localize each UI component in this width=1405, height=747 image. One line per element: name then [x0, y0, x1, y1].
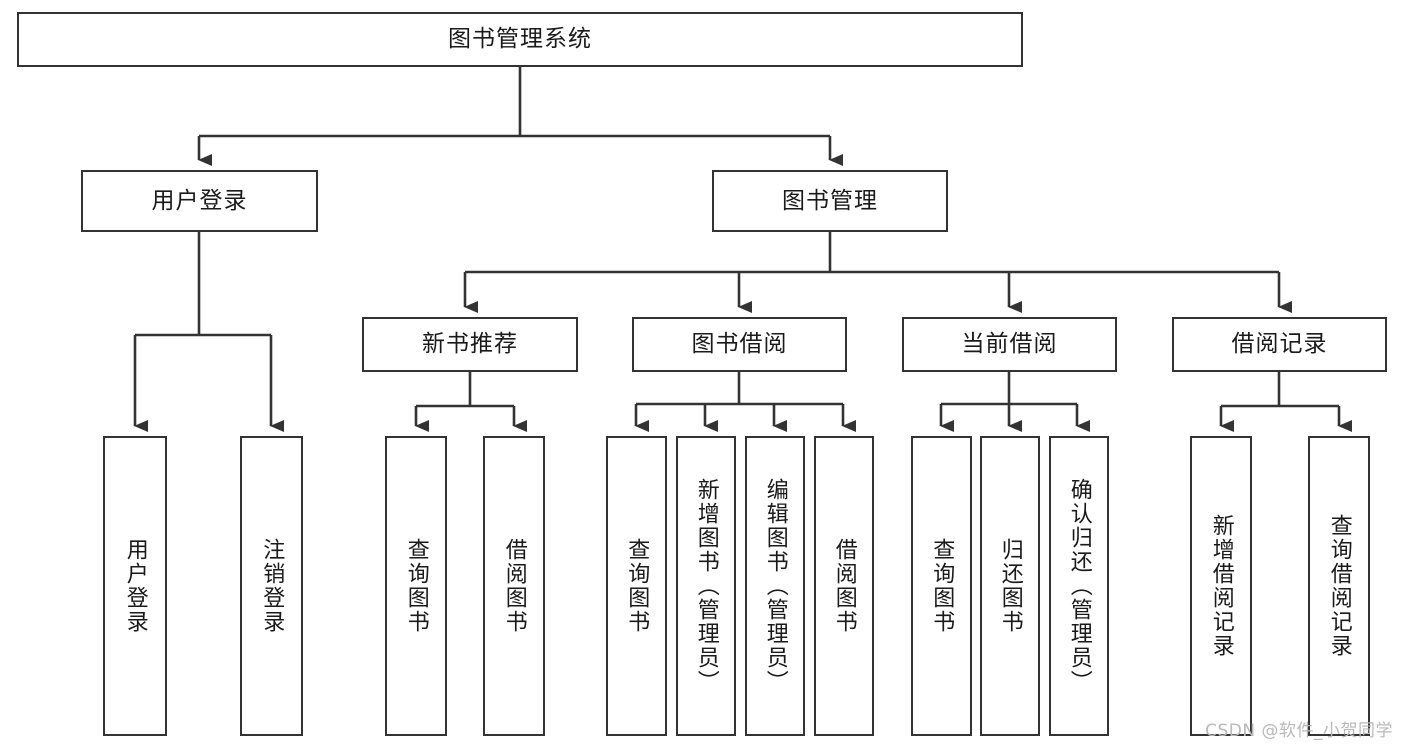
- leaf-current-confirm-return-admin[interactable]: 确认归还（管理员）: [1049, 436, 1109, 736]
- node-user-login-label: 用户登录: [151, 187, 248, 214]
- node-borrow-record[interactable]: 借阅记录: [1172, 317, 1387, 372]
- node-book-borrow-label: 图书借阅: [691, 331, 788, 358]
- leaf-label: 用户登录: [122, 538, 148, 634]
- leaf-label: 确认归还（管理员）: [1066, 478, 1092, 694]
- node-root-label: 图书管理系统: [448, 26, 592, 53]
- leaf-record-add[interactable]: 新增借阅记录: [1190, 436, 1252, 736]
- node-new-book-recommend[interactable]: 新书推荐: [362, 317, 578, 372]
- leaf-label: 查询借阅记录: [1326, 514, 1352, 658]
- leaf-current-query-book[interactable]: 查询图书: [911, 436, 972, 736]
- leaf-borrow-query-book[interactable]: 查询图书: [606, 436, 667, 736]
- leaf-record-query[interactable]: 查询借阅记录: [1308, 436, 1370, 736]
- leaf-user-login-login[interactable]: 用户登录: [103, 436, 167, 736]
- leaf-borrow-edit-book-admin[interactable]: 编辑图书（管理员）: [745, 436, 805, 736]
- leaf-label: 注销登录: [259, 538, 285, 634]
- leaf-label: 查询图书: [624, 538, 650, 634]
- leaf-label: 新增图书（管理员）: [693, 478, 719, 694]
- leaf-new-book-query[interactable]: 查询图书: [385, 436, 447, 736]
- leaf-label: 查询图书: [403, 538, 429, 634]
- leaf-label: 借阅图书: [831, 538, 857, 634]
- leaf-label: 借阅图书: [501, 538, 527, 634]
- node-current-borrow[interactable]: 当前借阅: [902, 317, 1117, 372]
- leaf-label: 编辑图书（管理员）: [762, 478, 788, 694]
- leaf-new-book-borrow[interactable]: 借阅图书: [483, 436, 545, 736]
- node-root[interactable]: 图书管理系统: [17, 12, 1023, 67]
- leaf-borrow-add-book-admin[interactable]: 新增图书（管理员）: [676, 436, 736, 736]
- node-new-book-recommend-label: 新书推荐: [422, 331, 518, 358]
- leaf-user-login-logout[interactable]: 注销登录: [240, 436, 303, 736]
- leaf-borrow-borrow-book[interactable]: 借阅图书: [814, 436, 874, 736]
- node-borrow-record-label: 借阅记录: [1231, 331, 1328, 358]
- node-user-login[interactable]: 用户登录: [81, 170, 318, 232]
- node-book-borrow[interactable]: 图书借阅: [632, 317, 847, 372]
- leaf-label: 新增借阅记录: [1208, 514, 1234, 658]
- node-book-management-label: 图书管理: [782, 187, 878, 214]
- leaf-label: 归还图书: [997, 538, 1023, 634]
- node-book-management[interactable]: 图书管理: [712, 170, 948, 232]
- node-current-borrow-label: 当前借阅: [961, 331, 1058, 358]
- leaf-current-return-book[interactable]: 归还图书: [980, 436, 1040, 736]
- leaf-label: 查询图书: [929, 538, 955, 634]
